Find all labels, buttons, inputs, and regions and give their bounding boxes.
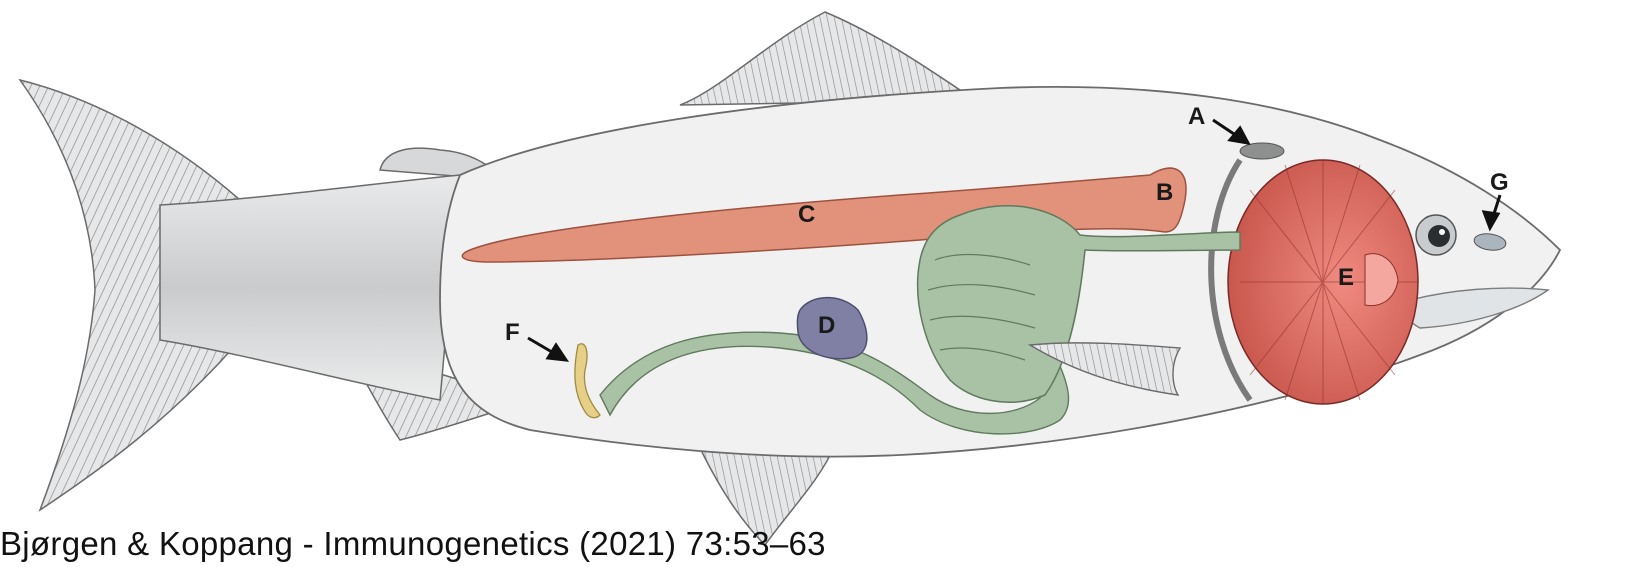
label-c: C <box>798 201 815 228</box>
label-b: B <box>1156 179 1173 206</box>
label-f: F <box>505 319 520 346</box>
gills-organ <box>1228 160 1418 404</box>
label-g: G <box>1490 169 1509 196</box>
label-a: A <box>1188 103 1205 130</box>
label-d: D <box>818 312 835 339</box>
label-e: E <box>1338 264 1354 291</box>
organ-a <box>1240 143 1284 159</box>
eye-icon <box>1416 215 1456 255</box>
dorsal-fin <box>680 12 975 105</box>
citation-caption: Bjørgen & Koppang - Immunogenetics (2021… <box>0 525 826 563</box>
